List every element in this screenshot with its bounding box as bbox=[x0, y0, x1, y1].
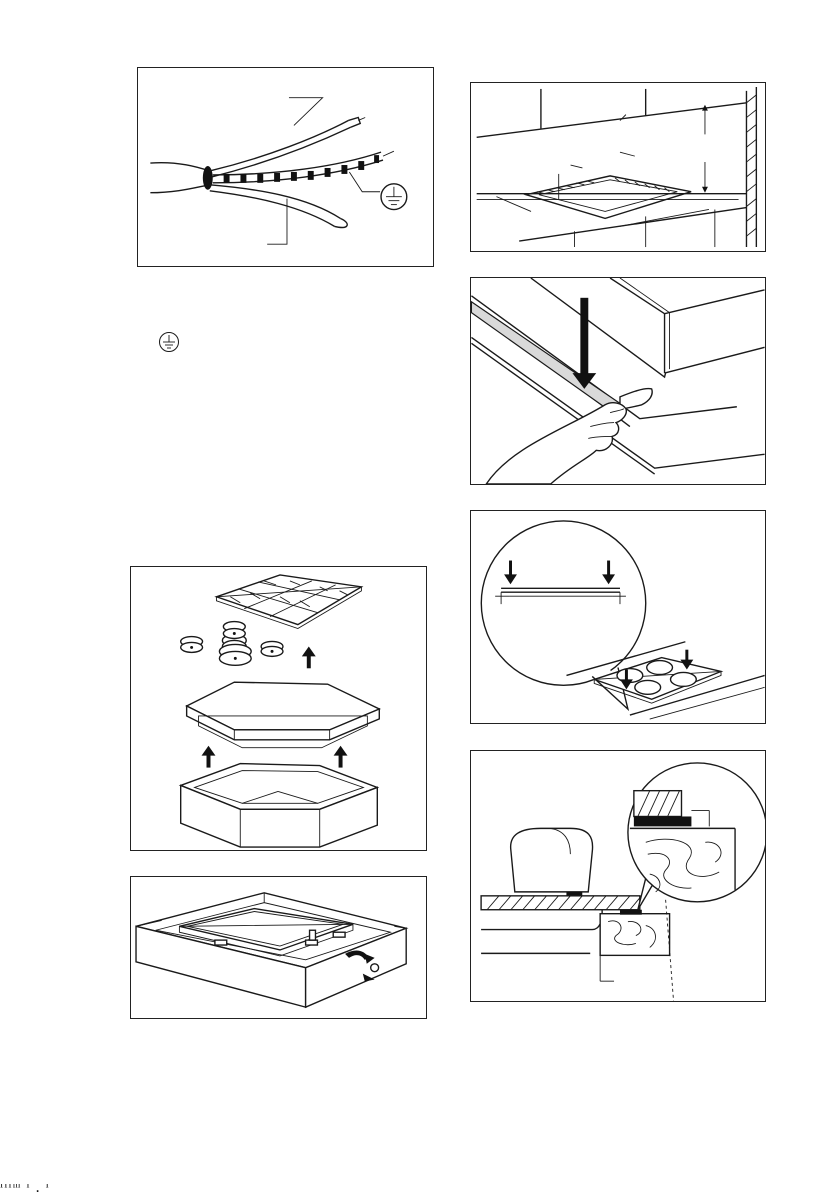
seal-strip-figure bbox=[470, 277, 766, 485]
hob-placement-figure bbox=[470, 510, 766, 724]
cable-wiring-figure bbox=[137, 67, 434, 267]
cutout-dimensions-figure bbox=[470, 82, 766, 252]
worktop-section-drawing bbox=[471, 751, 765, 1001]
earth-ground-icon bbox=[158, 331, 180, 353]
seal-strip-drawing bbox=[471, 278, 765, 484]
worktop-section-figure bbox=[470, 750, 766, 1002]
cutout-dimensions-drawing bbox=[471, 83, 765, 251]
packaging-base-drawing bbox=[131, 877, 426, 1018]
packaging-removal-figure bbox=[130, 566, 427, 851]
packaging-removal-drawing bbox=[131, 567, 426, 850]
packaging-base-figure bbox=[130, 876, 427, 1019]
cable-wiring-drawing bbox=[138, 68, 433, 266]
hob-placement-drawing bbox=[471, 511, 765, 723]
page-footer-text: ᴵᴵᴵᵐ ᴵ . ᴵ bbox=[0, 1184, 140, 1192]
